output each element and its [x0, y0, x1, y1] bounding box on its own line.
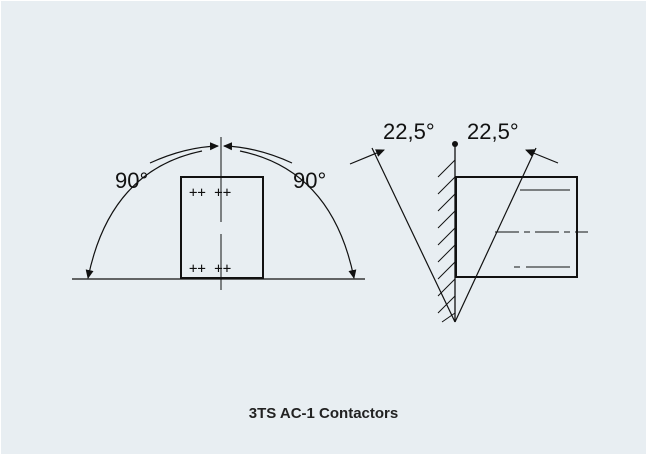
right-mounting-view: 22,5° 22,5° — [349, 119, 588, 323]
angle-label-left-90: 90° — [115, 168, 148, 193]
contactor-body-side — [455, 176, 578, 278]
tilt-limit-left — [371, 147, 456, 323]
rotation-arc-left — [85, 150, 203, 279]
angle-label-left-22-5: 22,5° — [383, 119, 435, 144]
tilt-limit-right — [454, 147, 537, 323]
terminal-marks-top: ++ ++ — [189, 185, 231, 201]
contactor-body-front — [180, 176, 264, 279]
angle-label-right-90: 90° — [293, 168, 326, 193]
angle-arrow-left — [349, 149, 385, 165]
left-mounting-view: 90° 90° ++ ++ ++ ++ — [72, 137, 365, 290]
pivot-point — [452, 141, 458, 147]
rotation-arc-right — [239, 150, 357, 279]
figure-caption: 3TS AC-1 Contactors — [248, 405, 399, 422]
wall-hatching — [437, 159, 456, 323]
angle-label-right-22-5: 22,5° — [467, 119, 519, 144]
terminal-marks-bottom: ++ ++ — [189, 261, 231, 277]
angle-arrow-right — [525, 149, 559, 164]
